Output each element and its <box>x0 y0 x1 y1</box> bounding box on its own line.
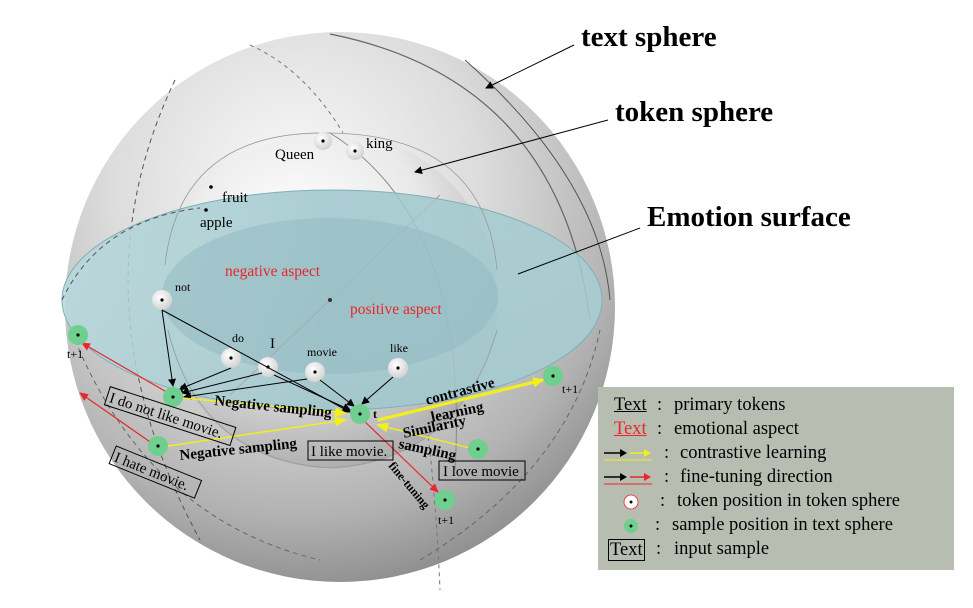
token-not <box>152 290 172 310</box>
sample-tplus1-left <box>68 325 88 345</box>
legend-emotional-symbol: Text <box>614 419 647 439</box>
legend-sample-marker-icon <box>624 519 638 533</box>
legend-row-contrastive: : contrastive learning <box>598 443 954 467</box>
legend-colon-3: : <box>664 443 670 463</box>
legend-primary-symbol: Text <box>614 395 647 415</box>
token-sphere-axis-lower <box>229 299 331 396</box>
legend-colon-5: : <box>660 491 666 511</box>
sample-t-left-label: t <box>180 381 184 395</box>
legend-row-token-pos: : token position in token sphere <box>598 491 954 515</box>
positive-aspect-label: positive aspect <box>350 301 442 318</box>
token-fruit-label: fruit <box>222 190 249 206</box>
legend-finetune-arrows-icon <box>604 473 652 485</box>
contrastive-learning-arrow <box>377 377 545 422</box>
token-to-sample-arrows <box>161 309 394 413</box>
legend-colon-6: : <box>655 515 661 535</box>
emotion-surface-label: Emotion surface <box>647 201 851 233</box>
token-movie-label: movie <box>307 345 337 359</box>
input-sample-i-love-movie: I love movie <box>438 460 526 481</box>
sample-tplus1-bottom <box>435 490 455 510</box>
svg-text:I love movie: I love movie <box>443 464 519 480</box>
sphere-center-dot <box>328 298 332 302</box>
legend-token-marker-icon <box>623 494 639 510</box>
token-like <box>388 358 408 378</box>
token-like-label: like <box>390 341 408 355</box>
text-sphere-lower-dash <box>74 339 321 561</box>
token-king-label: king <box>366 136 393 152</box>
token-apple-dot <box>204 208 208 212</box>
text-sphere-label: text sphere <box>581 21 717 53</box>
fine-tuning-arrow-left-bottom <box>79 392 154 445</box>
text-sphere-meridian-edge <box>464 59 611 301</box>
token-do-label: do <box>232 331 244 345</box>
legend-input-symbol: Text <box>608 539 645 561</box>
emotion-surface-edge-dash <box>61 207 201 301</box>
text-sphere-pointer <box>485 44 575 89</box>
sample-t-center <box>350 404 370 424</box>
sample-negative-left <box>148 436 168 456</box>
legend-finetune-desc: fine-tuning direction <box>680 467 833 487</box>
token-king-dot <box>353 149 357 153</box>
token-i-label: I <box>270 336 275 352</box>
legend-row-finetune: : fine-tuning direction <box>598 467 954 491</box>
legend-input-desc: input sample <box>674 539 770 559</box>
token-queen-label: Queen <box>275 147 315 163</box>
legend-colon-4: : <box>664 467 670 487</box>
input-sample-i-like-movie: I like movie. <box>307 440 394 461</box>
legend-emotional-desc: emotional aspect <box>674 419 799 439</box>
sample-t-left <box>163 387 183 407</box>
sample-tplus1-left-label: t+1 <box>67 347 83 361</box>
legend-row-primary: Text : primary tokens <box>598 395 954 419</box>
legend-colon-7: : <box>656 539 662 559</box>
text-sphere-lower-dash-right <box>419 329 601 561</box>
fine-tuning-arrow-left-top <box>81 342 171 395</box>
token-queen-dot <box>321 139 325 143</box>
token-movie <box>305 362 325 382</box>
fine-tuning-arrow-bottom <box>360 417 439 493</box>
legend-primary-desc: primary tokens <box>674 395 786 415</box>
svg-text:I like movie.: I like movie. <box>311 444 387 460</box>
negative-sampling-arrow-2 <box>167 416 347 447</box>
token-not-label: not <box>175 280 191 294</box>
legend-row-sample-pos: : sample position in text sphere <box>598 515 954 539</box>
sample-similar-right <box>468 439 488 459</box>
legend-sample-pos-desc: sample position in text sphere <box>672 515 893 535</box>
legend: Text : primary tokens Text : emotional a… <box>598 387 954 570</box>
sample-t-center-label: t <box>373 407 377 421</box>
sample-tplus1-right-label: t+1 <box>562 382 578 396</box>
token-do <box>221 348 241 368</box>
legend-token-pos-desc: token position in token sphere <box>677 491 900 511</box>
similarity-sampling-arrow <box>376 422 471 449</box>
legend-colon-2: : <box>657 419 663 439</box>
sample-tplus1-right <box>543 366 563 386</box>
legend-row-input: Text : input sample <box>598 539 954 563</box>
legend-row-emotional: Text : emotional aspect <box>598 419 954 443</box>
legend-contrastive-arrows-icon <box>604 449 652 461</box>
negative-aspect-label: negative aspect <box>225 263 321 280</box>
token-fruit-dot <box>209 185 213 189</box>
token-sphere-pointer <box>414 119 609 175</box>
token-sphere-label: token sphere <box>615 96 773 128</box>
legend-colon-1: : <box>657 395 663 415</box>
sample-tplus1-bottom-label: t+1 <box>438 513 454 527</box>
legend-contrastive-desc: contrastive learning <box>680 443 827 463</box>
text-sphere-meridian-left <box>127 79 201 541</box>
emotion-surface-pointer <box>517 227 641 275</box>
token-apple-label: apple <box>200 215 233 231</box>
token-sphere-cap <box>164 132 498 271</box>
token-sphere-surface-cut <box>162 218 498 374</box>
negative-sampling-arrow-1 <box>181 397 347 418</box>
